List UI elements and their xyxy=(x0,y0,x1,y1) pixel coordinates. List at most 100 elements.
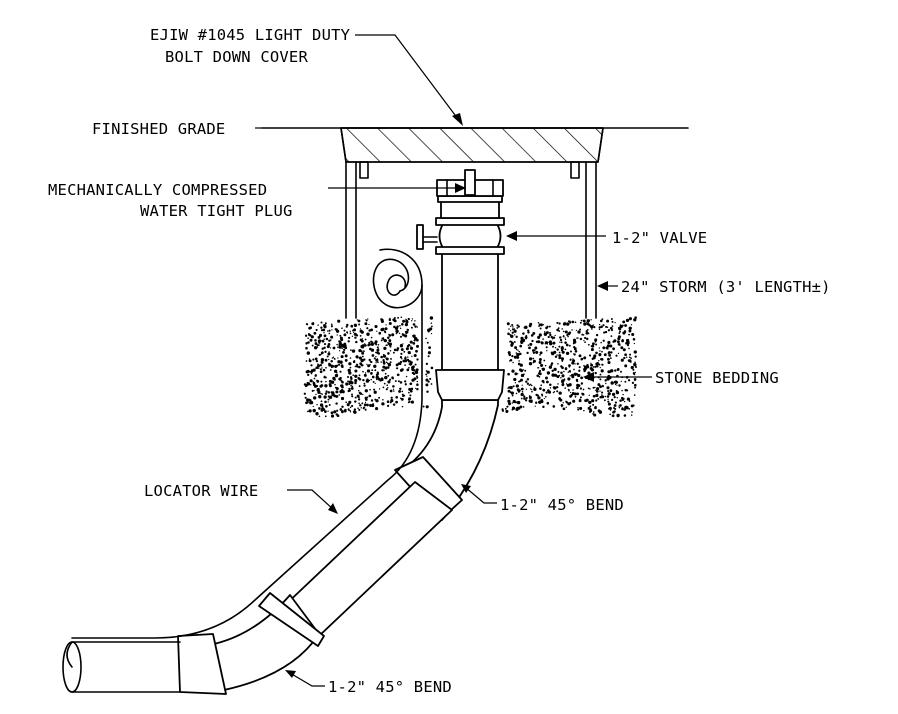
stone-aggregate-dot xyxy=(325,404,328,408)
stone-aggregate-dot xyxy=(598,410,603,414)
stone-aggregate-dot xyxy=(364,372,367,374)
stone-aggregate-dot xyxy=(311,344,314,347)
stone-aggregate-dot xyxy=(363,358,366,361)
stone-aggregate-dot xyxy=(334,373,339,378)
stone-aggregate-dot xyxy=(334,410,337,414)
stone-aggregate-dot xyxy=(399,387,402,390)
stone-aggregate-dot xyxy=(524,399,528,402)
stone-aggregate-dot xyxy=(580,376,583,380)
stone-aggregate-dot xyxy=(430,366,434,370)
stone-aggregate-dot xyxy=(600,341,602,344)
stone-aggregate-dot xyxy=(325,337,329,341)
stone-aggregate-dot xyxy=(607,392,611,396)
stone-aggregate-dot xyxy=(323,338,325,340)
stone-aggregate-dot xyxy=(601,318,604,320)
stone-aggregate-dot xyxy=(604,330,608,334)
stone-aggregate-dot xyxy=(368,343,371,346)
stone-aggregate-dot xyxy=(598,347,600,349)
stone-aggregate-dot xyxy=(410,400,414,404)
stone-aggregate-dot xyxy=(560,365,563,368)
stone-aggregate-dot xyxy=(597,383,601,387)
stone-aggregate-dot xyxy=(353,323,358,327)
stone-aggregate-dot xyxy=(561,350,565,354)
stone-aggregate-dot xyxy=(401,358,403,360)
stone-aggregate-dot xyxy=(408,387,412,391)
stone-aggregate-dot xyxy=(389,361,392,364)
stone-aggregate-dot xyxy=(321,405,324,408)
stone-aggregate-dot xyxy=(342,351,345,354)
stone-aggregate-dot xyxy=(528,395,532,400)
stone-aggregate-dot xyxy=(619,399,622,402)
stone-aggregate-dot xyxy=(572,358,574,360)
stone-aggregate-dot xyxy=(318,333,323,337)
stone-aggregate-dot xyxy=(579,321,582,324)
stone-aggregate-dot xyxy=(522,406,525,408)
stone-aggregate-dot xyxy=(307,337,309,339)
stone-aggregate-dot xyxy=(405,331,408,335)
stone-aggregate-dot xyxy=(349,332,352,335)
stone-aggregate-dot xyxy=(618,406,621,409)
stone-aggregate-dot xyxy=(315,367,317,369)
stone-aggregate-dot xyxy=(598,353,602,357)
stone-aggregate-dot xyxy=(305,401,308,405)
stone-aggregate-dot xyxy=(516,327,519,329)
stone-aggregate-dot xyxy=(310,372,313,375)
stone-aggregate-dot xyxy=(327,352,331,356)
stone-aggregate-dot xyxy=(550,363,553,367)
stone-aggregate-dot xyxy=(396,367,399,370)
stone-aggregate-dot xyxy=(560,346,564,350)
stone-aggregate-dot xyxy=(537,367,539,369)
stone-aggregate-dot xyxy=(612,340,615,343)
stone-aggregate-dot xyxy=(621,389,623,392)
stone-aggregate-dot xyxy=(335,390,339,394)
stone-aggregate-dot xyxy=(553,386,557,390)
stone-aggregate-dot xyxy=(533,388,536,391)
stone-aggregate-dot xyxy=(412,323,416,326)
stone-aggregate-dot xyxy=(609,326,613,330)
stone-aggregate-dot xyxy=(560,403,564,407)
stone-aggregate-dot xyxy=(392,388,395,390)
stone-aggregate-dot xyxy=(395,395,399,399)
stone-aggregate-dot xyxy=(427,351,431,355)
stone-aggregate-dot xyxy=(508,386,511,389)
stone-aggregate-dot xyxy=(630,365,634,370)
stone-aggregate-dot xyxy=(538,400,542,404)
stone-aggregate-dot xyxy=(587,387,590,390)
stone-aggregate-dot xyxy=(373,388,376,391)
stone-aggregate-dot xyxy=(344,346,348,350)
stone-aggregate-dot xyxy=(507,399,511,403)
stone-aggregate-dot xyxy=(359,328,362,330)
stone-aggregate-dot xyxy=(378,396,381,399)
stone-aggregate-dot xyxy=(341,327,343,330)
stone-aggregate-dot xyxy=(513,329,517,333)
stone-aggregate-dot xyxy=(317,335,321,339)
stone-aggregate-dot xyxy=(387,352,390,355)
stone-aggregate-dot xyxy=(577,384,581,387)
stone-aggregate-dot xyxy=(560,376,562,379)
stone-aggregate-dot xyxy=(416,383,419,386)
stone-aggregate-dot xyxy=(525,396,528,400)
stone-aggregate-dot xyxy=(380,339,383,342)
stone-aggregate-dot xyxy=(315,412,319,416)
stone-aggregate-dot xyxy=(523,395,526,398)
stone-aggregate-dot xyxy=(532,361,535,364)
stone-aggregate-dot xyxy=(305,346,308,350)
stone-aggregate-dot xyxy=(349,366,352,369)
stone-aggregate-dot xyxy=(624,364,628,368)
stone-aggregate-dot xyxy=(332,376,336,381)
stone-aggregate-dot xyxy=(517,349,519,351)
stone-aggregate-dot xyxy=(361,346,364,349)
stone-aggregate-dot xyxy=(356,365,359,368)
stone-aggregate-dot xyxy=(538,360,542,364)
stone-aggregate-dot xyxy=(599,350,601,352)
horizontal-pipe xyxy=(62,641,181,693)
stone-aggregate-dot xyxy=(552,405,556,408)
stone-aggregate-dot xyxy=(307,373,310,377)
stone-aggregate-dot xyxy=(318,353,321,357)
stone-aggregate-dot xyxy=(591,357,594,360)
stone-aggregate-dot xyxy=(341,397,344,400)
stone-aggregate-dot xyxy=(621,407,624,409)
stone-aggregate-dot xyxy=(592,386,595,389)
stone-aggregate-dot xyxy=(315,366,319,370)
stone-aggregate-dot xyxy=(538,325,541,327)
